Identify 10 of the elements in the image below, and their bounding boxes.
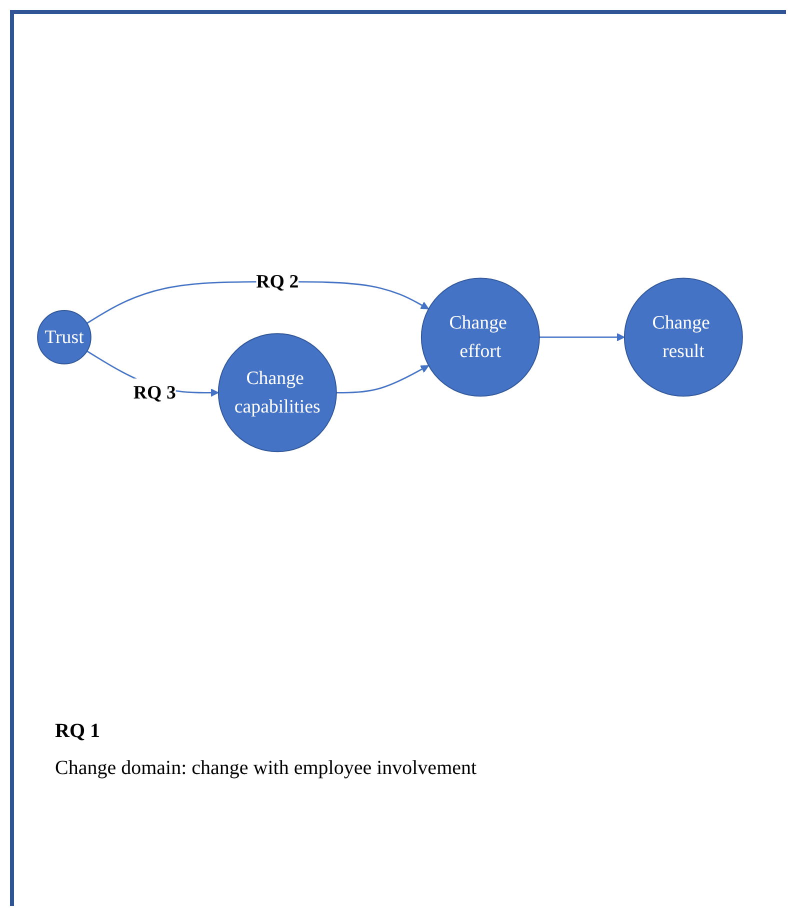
node-circle: Trust (37, 310, 92, 365)
research-question-label: RQ 1 (55, 720, 101, 743)
edge-label: RQ 2 (256, 272, 299, 292)
node-circle: Change effort (420, 278, 540, 398)
note-text: Change domain: change with employee involvement (55, 757, 478, 780)
node-circle: Change result (624, 278, 743, 398)
arrow (539, 333, 625, 342)
node-circle: Change capabilities (218, 334, 337, 453)
arrow (336, 366, 429, 394)
edge-label: RQ 3 (133, 382, 176, 404)
